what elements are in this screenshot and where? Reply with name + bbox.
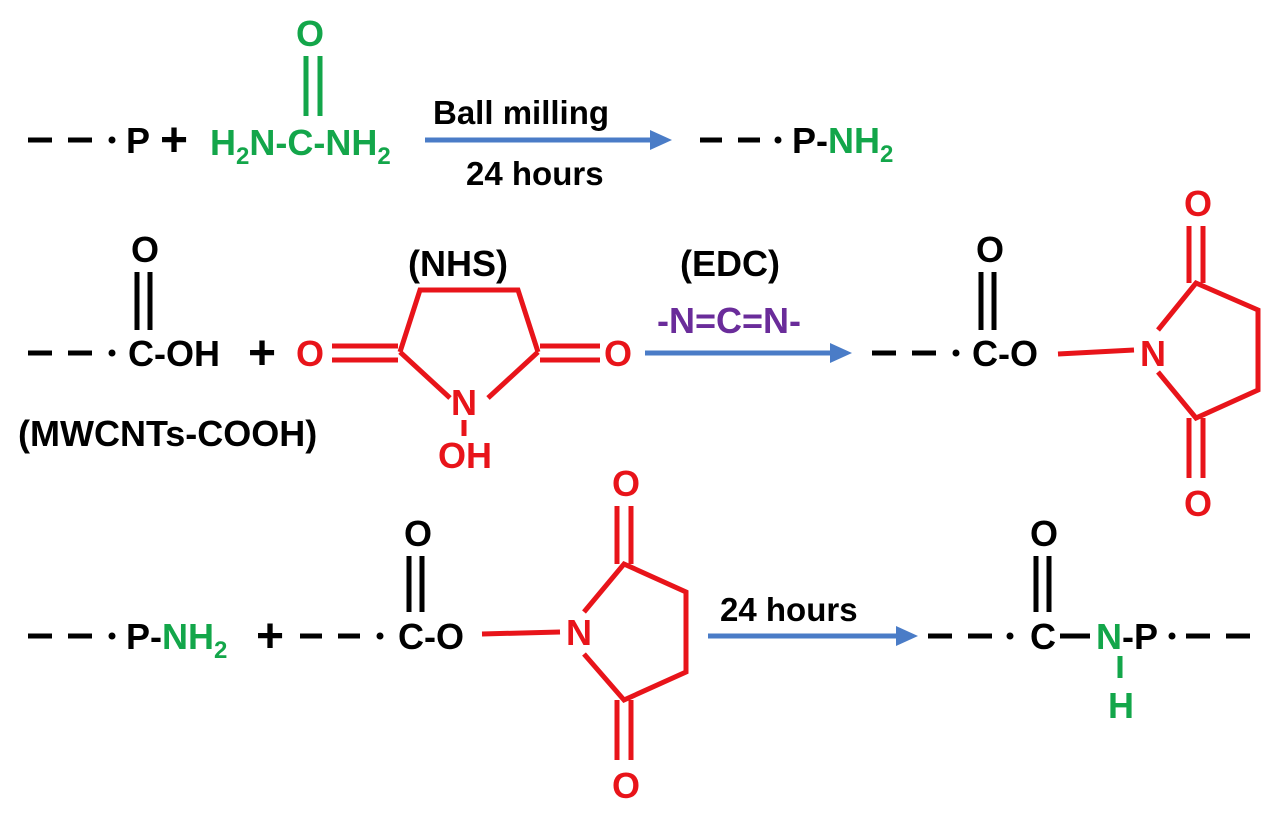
row3-ring-o-top: O <box>612 463 640 504</box>
row1-p-label: P <box>126 120 150 161</box>
nhs-o-left: O <box>296 333 324 374</box>
row1-plus: + <box>160 114 188 167</box>
nhs-ester-product: O C-O N O O <box>872 183 1261 524</box>
amide-c: C <box>1030 616 1056 657</box>
edc-label: (EDC) <box>680 243 780 284</box>
row3-arrow-top-label: 24 hours <box>720 591 858 628</box>
row1-product: P-NH2 <box>700 120 893 168</box>
row3-ester-o-top: O <box>404 513 432 554</box>
ester-formula: C-O <box>972 333 1038 374</box>
urea-formula: H2N-C-NH2 <box>210 122 391 170</box>
ester-o-top: O <box>976 229 1004 270</box>
row1-product-formula: P-NH2 <box>792 120 893 168</box>
row3-plus: + <box>256 610 284 663</box>
cooh-o: O <box>131 229 159 270</box>
row3-ester-formula: C-O <box>398 616 464 657</box>
nhs-label: (NHS) <box>408 243 508 284</box>
row3-nhs-ester: O C-O N O O <box>300 463 689 806</box>
row1-arrow-bottom-label: 24 hours <box>466 155 604 192</box>
ester-ring-n: N <box>1140 333 1166 374</box>
urea-molecule: O H2N-C-NH2 <box>210 13 391 170</box>
amide-o: O <box>1030 513 1058 554</box>
row2-plus: + <box>248 327 276 380</box>
amide-n: N <box>1096 616 1122 657</box>
mwcnt-cooh-label: (MWCNTs-COOH) <box>18 413 317 454</box>
row1-arrow: Ball milling 24 hours <box>425 94 672 192</box>
nhs-oh: OH <box>438 435 492 476</box>
amide-h: H <box>1108 685 1134 726</box>
row3-amine-polymer: P-NH2 <box>28 616 227 664</box>
row3-arrow: 24 hours <box>708 591 918 646</box>
row3-amine-formula: P-NH2 <box>126 616 227 664</box>
nhs-n: N <box>451 382 477 423</box>
amide-product: O C N -P H <box>928 513 1250 726</box>
row1-arrow-top-label: Ball milling <box>433 94 609 131</box>
ester-ring-o-top: O <box>1184 183 1212 224</box>
row1-reactant-polymer: P <box>28 120 150 161</box>
nhs-o-right: O <box>604 333 632 374</box>
urea-o: O <box>296 13 324 54</box>
row3-ring-o-bottom: O <box>612 765 640 806</box>
mwcnt-cooh: O C-OH (MWCNTs-COOH) <box>18 229 317 454</box>
cooh-formula: C-OH <box>128 333 220 374</box>
nhs-molecule: (NHS) O O N OH <box>296 243 632 476</box>
ester-ring-o-bottom: O <box>1184 483 1212 524</box>
amide-p: -P <box>1122 616 1158 657</box>
row2-arrow: (EDC) -N=C=N- <box>645 243 852 363</box>
edc-formula: -N=C=N- <box>657 300 801 341</box>
row3-ring-n: N <box>566 612 592 653</box>
